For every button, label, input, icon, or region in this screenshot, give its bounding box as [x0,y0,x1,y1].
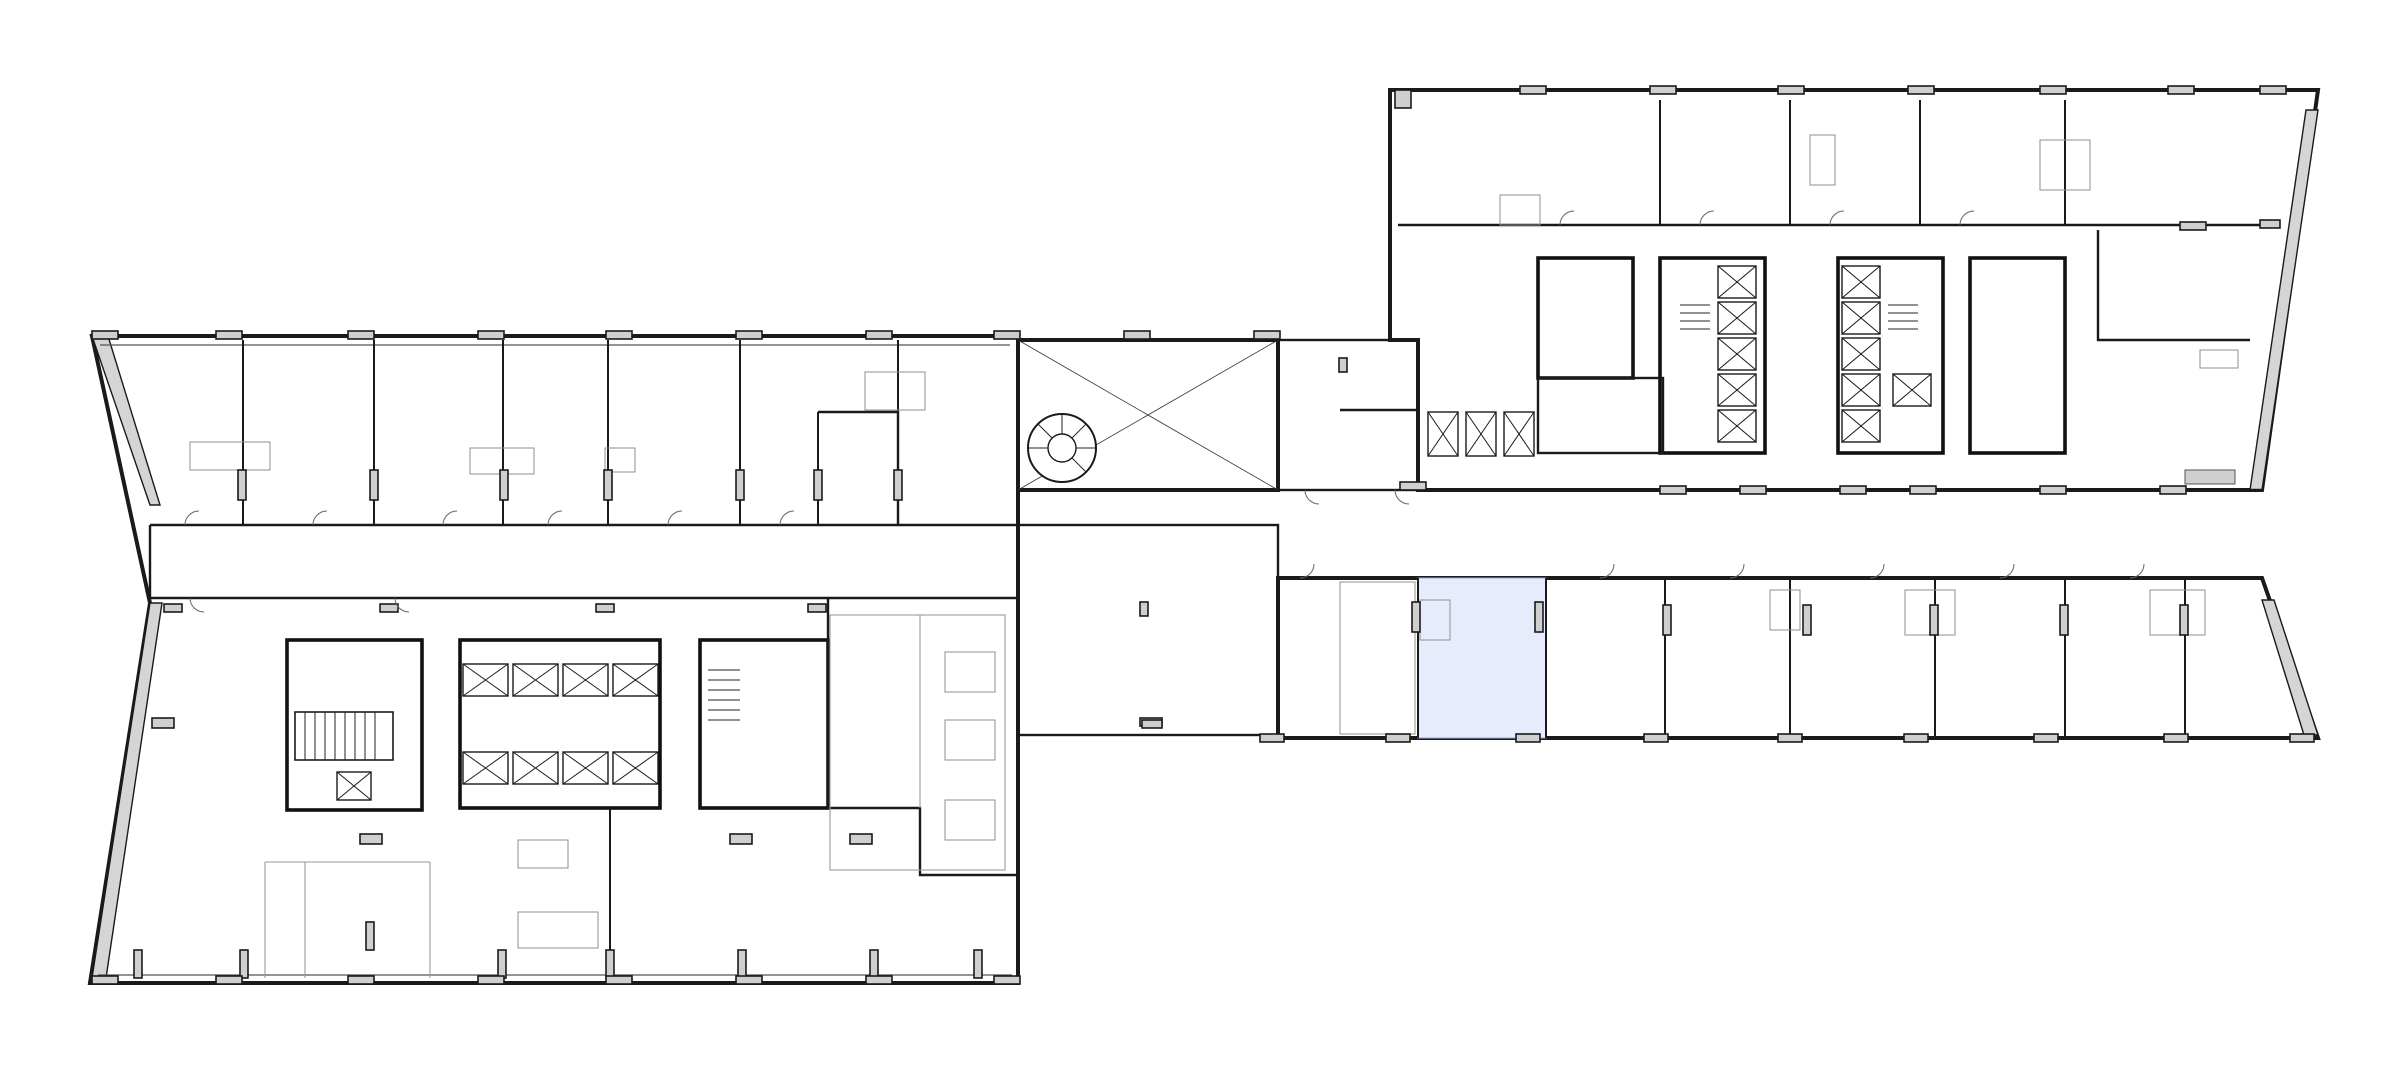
hatched-area [2184,469,2236,485]
columns-right-wing [1141,85,2315,743]
spiral-stair-treads [1028,414,1096,473]
right-core-wc [1536,256,1635,380]
left-wing-facade-lower [91,602,163,979]
stair-treads [304,712,376,760]
core-stair-block [285,638,424,812]
connector [1016,338,1420,737]
connector-corridor [1016,523,1280,737]
stair-core-2 [698,638,830,810]
elevator-bank-right [1427,265,1932,457]
restroom-fixtures [189,371,996,949]
right-wing [1141,85,2321,743]
door-swings [184,210,2145,613]
column [1139,601,1149,617]
restroom-block [1339,581,1416,735]
column [1338,357,1348,373]
office-partition [818,410,900,525]
elevator-core [458,638,662,810]
right-wing-facade-upper [2249,109,2319,491]
left-wing-outline [87,334,1020,985]
right-core-wc-2 [1968,256,2067,455]
restroom-fixtures-right [1419,134,2239,641]
columns-left-wing [133,469,983,979]
right-wing-facade-lower [2261,599,2319,736]
restroom-block [829,614,1006,871]
office-partition [2096,230,2250,342]
columns-top-left [91,330,1281,340]
elevator-bank-left [336,663,659,801]
connector-partition [1340,408,1420,490]
right-core-elev-1 [1658,256,1767,455]
columns-bottom-left [91,975,1021,985]
highlighted-unit[interactable] [1417,577,1547,739]
connector-room [1276,338,1420,492]
stair-2-treads [708,669,740,721]
right-core-elev-2 [1836,256,1945,455]
left-wing [87,334,1020,985]
stair-flight [294,711,394,761]
right-core-stairs [1680,304,1918,330]
right-core-room [1536,376,1665,455]
left-wing-facade-upper [91,335,161,506]
